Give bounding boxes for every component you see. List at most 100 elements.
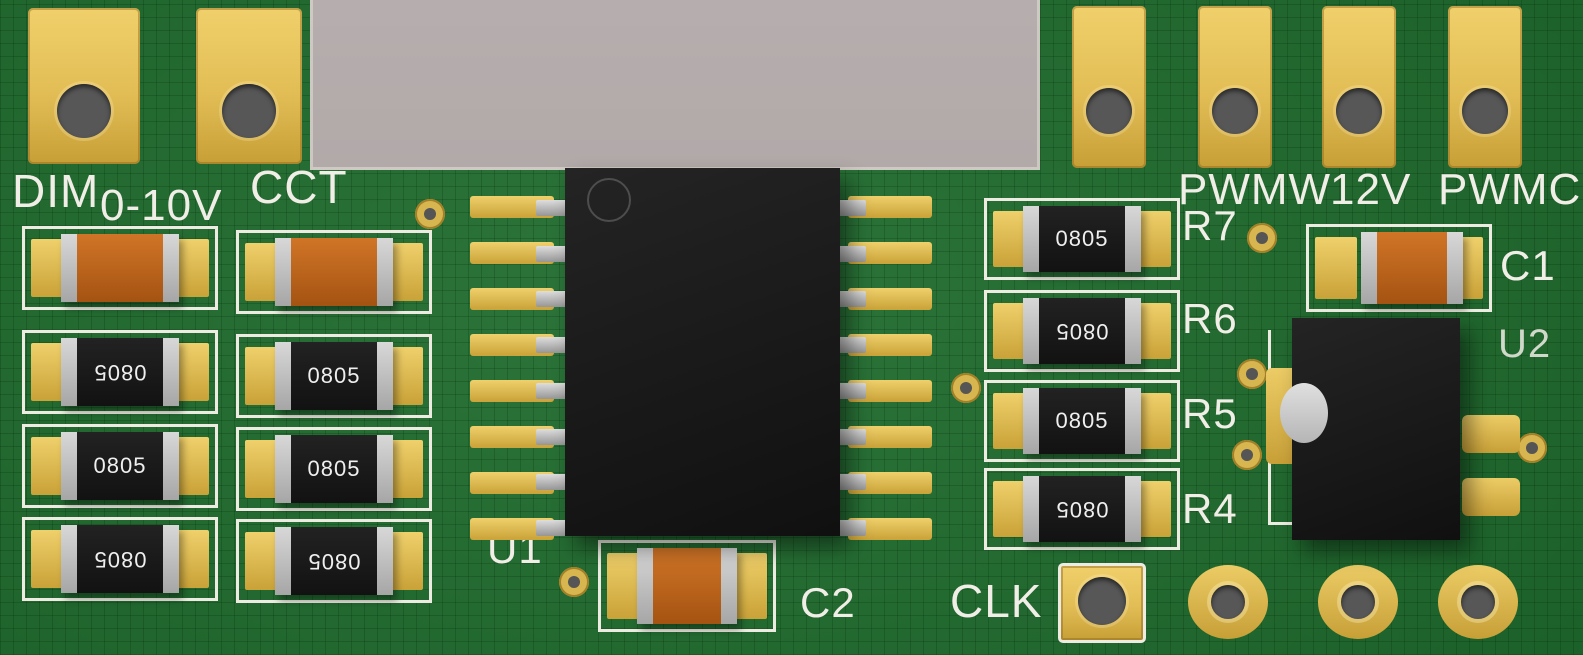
smd-marking: 0805: [307, 456, 361, 481]
ic-u1-body: [565, 168, 840, 536]
label-0-10v: 0-10V: [100, 181, 223, 230]
smd-marking: 0805: [93, 360, 147, 385]
resistor-body: 0805: [275, 527, 393, 595]
capacitor-col2: [236, 230, 432, 314]
resistor-body: 0805: [1023, 298, 1141, 364]
ic-pad: [470, 334, 554, 356]
resistor-body: 0805: [61, 525, 179, 593]
capacitor-body: [637, 548, 737, 624]
ic-pad: [470, 380, 554, 402]
resistor-body: 0805: [61, 338, 179, 406]
pad-cct-hole: [222, 84, 276, 138]
resistor-body: 0805: [1023, 206, 1141, 272]
ic-lead: [536, 382, 572, 399]
label-c2: C2: [800, 579, 856, 626]
pad-12v-2-hole: [1336, 88, 1382, 134]
resistor: 0805: [236, 519, 432, 603]
resistor: 0805: [22, 517, 218, 601]
smd-pad: [1315, 237, 1357, 299]
capacitor-dielectric: [77, 234, 163, 302]
ic-pad: [848, 196, 932, 218]
u2-metal-tab: [1280, 383, 1328, 443]
ic-pad: [848, 288, 932, 310]
capacitor-dielectric: [653, 548, 721, 624]
pad-12v-1-hole: [1212, 88, 1258, 134]
terminal: [637, 548, 653, 624]
label-u2: U2: [1498, 322, 1552, 366]
via: [1237, 359, 1267, 389]
smd-marking: 0805: [1055, 497, 1109, 522]
ic-pad: [848, 426, 932, 448]
terminal: [275, 435, 291, 503]
ic-pad: [848, 334, 932, 356]
label-cct: CCT: [250, 161, 348, 213]
terminal: [1447, 232, 1463, 304]
label-r4: R4: [1182, 485, 1238, 532]
ic-pad: [470, 472, 554, 494]
ic-pad: [470, 242, 554, 264]
terminal: [163, 525, 179, 593]
terminal: [377, 238, 393, 306]
pad-pwmw: [1072, 6, 1146, 168]
terminal: [721, 548, 737, 624]
label-r6: R6: [1182, 295, 1238, 342]
terminal: [163, 432, 179, 500]
label-clk: CLK: [950, 575, 1043, 627]
label-pwmw: PWMW: [1178, 165, 1332, 214]
resistor: 0805: [236, 334, 432, 418]
terminal: [377, 342, 393, 410]
capacitor-body: [61, 234, 179, 302]
terminal: [1023, 206, 1039, 272]
pad-dim: [28, 8, 140, 164]
via: [1517, 433, 1547, 463]
terminal: [61, 525, 77, 593]
ic-pads-left: [470, 196, 554, 540]
ic-pads-right: [848, 196, 932, 540]
terminal: [163, 234, 179, 302]
pad-clk: [1058, 563, 1146, 643]
ic-pad: [848, 472, 932, 494]
terminal: [1125, 476, 1141, 542]
terminal: [1023, 476, 1039, 542]
ic-lead: [536, 474, 572, 491]
ic-pad: [848, 242, 932, 264]
ic-pad: [848, 380, 932, 402]
terminal: [275, 527, 291, 595]
resistor-body: 0805: [61, 432, 179, 500]
oval-pad-hole: [1341, 585, 1375, 619]
resistor-r4: 0805: [984, 468, 1180, 550]
pad-dim-hole: [57, 84, 111, 138]
oval-pad: [1318, 565, 1398, 639]
terminal: [61, 234, 77, 302]
label-c1: C1: [1500, 242, 1556, 289]
resistor-r6: 0805: [984, 290, 1180, 372]
ic-leads-left: [536, 200, 572, 536]
oval-pad-hole: [1461, 585, 1495, 619]
capacitor-body: [275, 238, 393, 306]
smd-marking: 0805: [307, 363, 361, 388]
oval-pad-hole: [1211, 585, 1245, 619]
terminal: [1023, 298, 1039, 364]
ic-pad: [470, 426, 554, 448]
oval-pad: [1188, 565, 1268, 639]
ic-pad: [470, 196, 554, 218]
label-12v: 12V: [1330, 165, 1412, 214]
pad-12v-2: [1322, 6, 1396, 168]
terminal: [1125, 298, 1141, 364]
label-r7: R7: [1182, 202, 1238, 249]
via: [1247, 223, 1277, 253]
terminal: [1125, 206, 1141, 272]
terminal: [163, 338, 179, 406]
smd-marking: 0805: [93, 453, 147, 478]
oval-pad: [1438, 565, 1518, 639]
pad-cct: [196, 8, 302, 164]
pad-clk-hole: [1078, 577, 1126, 625]
terminal: [61, 338, 77, 406]
u2-pad-right: [1462, 415, 1520, 453]
ic-lead: [536, 337, 572, 354]
terminal: [377, 435, 393, 503]
smd-marking: 0805: [1055, 408, 1109, 433]
resistor-body: 0805: [275, 435, 393, 503]
u2-silkscreen-outline: [1268, 522, 1294, 525]
